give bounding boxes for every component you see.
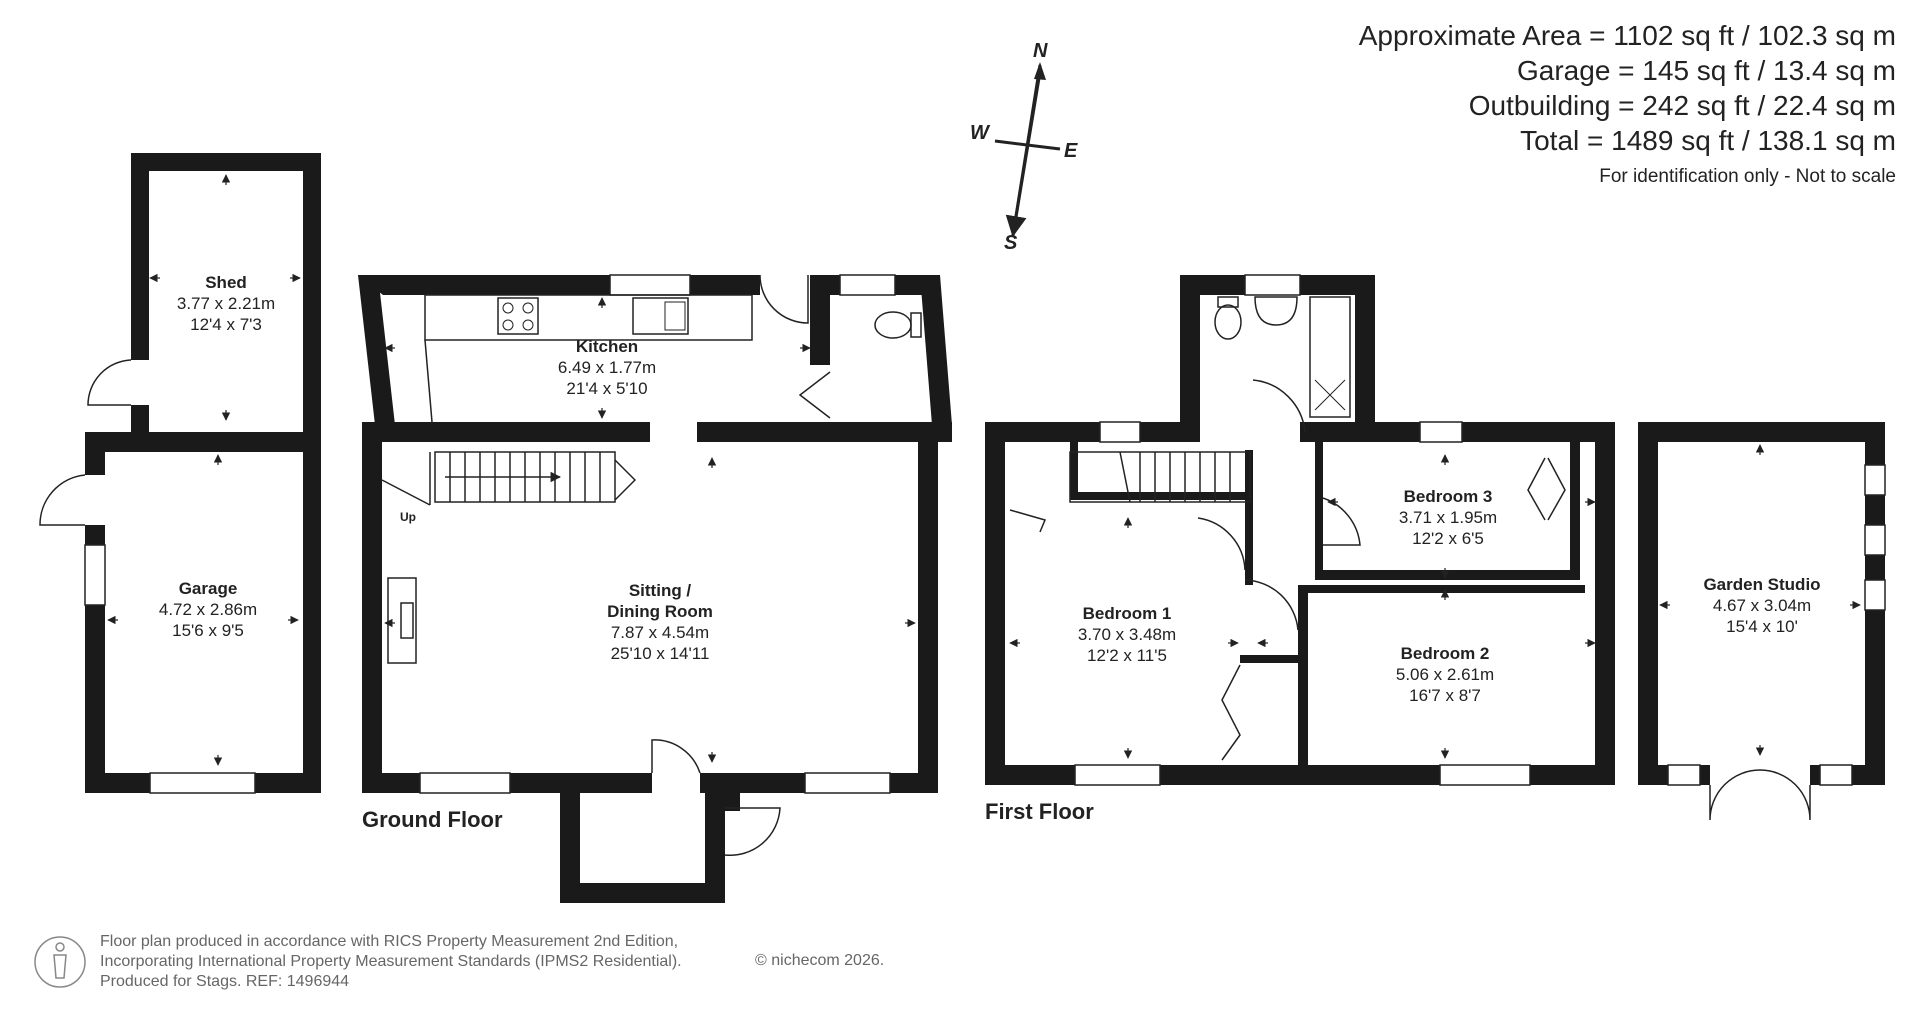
- area-summary: Approximate Area = 1102 sq ft / 102.3 sq…: [1359, 18, 1896, 188]
- studio-window-5: [1819, 764, 1853, 786]
- compass-e: E: [1064, 140, 1078, 162]
- bathroom-door: [1252, 379, 1306, 433]
- ground-floor-walls: [358, 275, 952, 903]
- kitchen-worktop: [424, 294, 753, 341]
- porch-door: [724, 807, 781, 857]
- sink-icon: [632, 297, 689, 335]
- toilet-icon: [874, 311, 912, 339]
- footer-text: Floor plan produced in accordance with R…: [100, 932, 682, 992]
- garage-area: Garage = 145 sq ft / 13.4 sq m: [1517, 55, 1896, 86]
- room-garden-studio: Garden Studio 4.67 x 3.04m 15'4 x 10': [1703, 575, 1821, 636]
- front-door: [651, 739, 701, 774]
- scale-note: For identification only - Not to scale: [1599, 166, 1896, 187]
- studio-window-3: [1864, 579, 1886, 611]
- sitting-window-right: [804, 772, 891, 794]
- room-kitchen: Kitchen 6.49 x 1.77m 21'4 x 5'10: [557, 337, 657, 398]
- compass: [994, 64, 1061, 238]
- studio-window-1: [1864, 464, 1886, 496]
- bedroom3-wardrobe: [1527, 457, 1566, 521]
- bedroom3-window: [1419, 421, 1463, 443]
- first-floor-title: First Floor: [985, 799, 1094, 824]
- total-area: Total = 1489 sq ft / 138.1 sq m: [1520, 125, 1896, 156]
- kitchen-door: [759, 274, 809, 324]
- hob-icon: [497, 297, 539, 335]
- studio-window-4: [1667, 764, 1701, 786]
- garage-side-door-gap: [85, 475, 105, 525]
- footer-line-1: Floor plan produced in accordance with R…: [100, 933, 679, 950]
- bedroom1-wardrobe: [1221, 664, 1241, 761]
- bedroom2-door: [1244, 579, 1299, 631]
- stairs-up-label: Up: [400, 510, 416, 524]
- ground-stairs: [381, 451, 637, 506]
- garage-door: [149, 772, 256, 794]
- compass-n: N: [1033, 40, 1048, 62]
- room-bedroom1: Bedroom 1 3.70 x 3.48m 12'2 x 11'5: [1077, 604, 1177, 665]
- compass-s: S: [1004, 232, 1018, 254]
- bedroom1-window: [1074, 764, 1161, 786]
- room-garage: Garage 4.72 x 2.86m 15'6 x 9'5: [158, 579, 258, 640]
- footer-line-2: Incorporating International Property Mea…: [100, 953, 682, 970]
- ground-floor-title: Ground Floor: [362, 807, 503, 832]
- sitting-window-left: [419, 772, 511, 794]
- first-floor-stairs: [1069, 451, 1251, 503]
- bedroom1-door: [1197, 517, 1246, 571]
- studio-french-doors: [1709, 769, 1811, 821]
- room-sitting-dining: Sitting / Dining Room 7.87 x 4.54m 25'10…: [607, 581, 713, 663]
- shed-door: [87, 359, 132, 406]
- compass-arrow: [1034, 62, 1046, 80]
- bedroom2-window: [1439, 764, 1531, 786]
- kitchen-window: [609, 274, 691, 296]
- dimension-arrows: [107, 174, 1861, 766]
- footer-line-3: Produced for Stags. REF: 1496944: [100, 973, 350, 990]
- wc-window: [839, 274, 896, 296]
- room-bedroom3: Bedroom 3 3.71 x 1.95m 12'2 x 6'5: [1398, 487, 1498, 548]
- person-icon: [34, 936, 86, 988]
- compass-w: W: [970, 122, 989, 144]
- bath-icon: [1309, 296, 1351, 418]
- outbuilding-area: Outbuilding = 242 sq ft / 22.4 sq m: [1468, 90, 1896, 121]
- bedroom3-door: [1322, 497, 1361, 546]
- bathroom-window: [1244, 274, 1301, 296]
- studio-window-2: [1864, 524, 1886, 556]
- approx-area: Approximate Area = 1102 sq ft / 102.3 sq…: [1358, 20, 1896, 51]
- basin-icon: [1254, 296, 1298, 326]
- room-bedroom2: Bedroom 2 5.06 x 2.61m 16'7 x 8'7: [1395, 644, 1495, 705]
- copyright: © nichecom 2026.: [755, 952, 885, 969]
- garage-side-door: [39, 474, 86, 526]
- garage-window: [84, 544, 106, 606]
- wc-toilet-icon: [1214, 304, 1242, 340]
- fireplace-icon: [387, 577, 417, 664]
- wc-door: [798, 371, 831, 419]
- room-shed: Shed 3.77 x 2.21m 12'4 x 7'3: [176, 273, 276, 334]
- first-floor-walls: [985, 275, 1615, 785]
- landing-window: [1099, 421, 1141, 443]
